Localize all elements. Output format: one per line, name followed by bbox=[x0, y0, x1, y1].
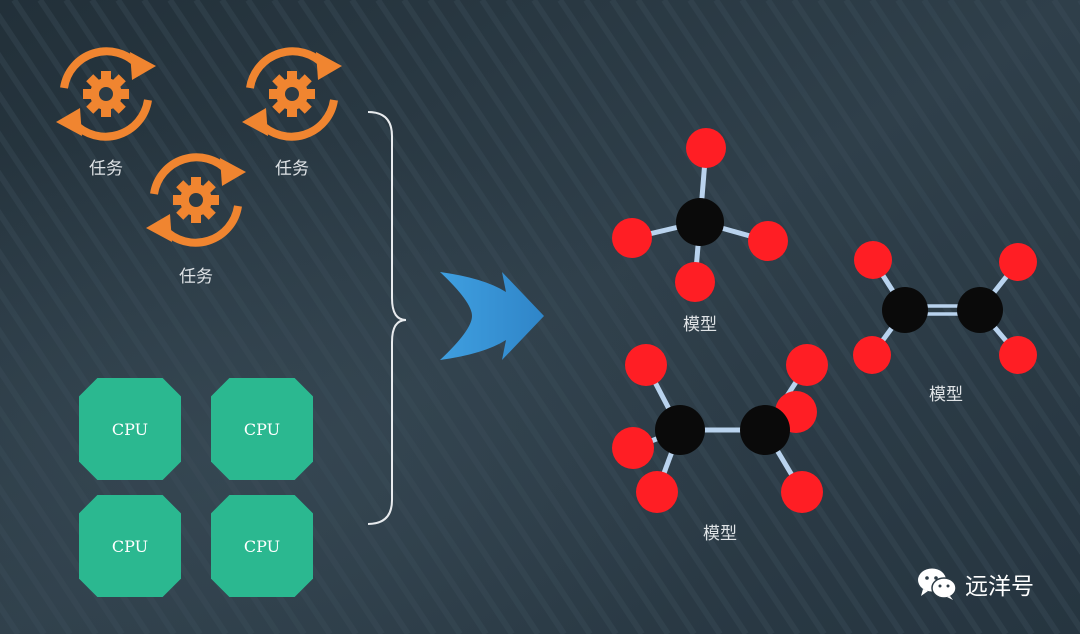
task-icon-3 bbox=[146, 153, 246, 247]
gear-refresh-icon bbox=[242, 47, 342, 141]
task-label-1: 任务 bbox=[89, 159, 123, 179]
molecule-icon bbox=[612, 344, 828, 513]
cpu-chip-2: CPU bbox=[211, 378, 313, 480]
oxygen-atom bbox=[999, 336, 1037, 374]
molecule-1 bbox=[612, 128, 788, 302]
right-arrow-icon bbox=[440, 272, 544, 360]
cpu-chip-4: CPU bbox=[211, 495, 313, 597]
task-label-3: 任务 bbox=[179, 267, 213, 287]
oxygen-atom bbox=[612, 218, 652, 258]
oxygen-atom bbox=[748, 221, 788, 261]
model-label-2: 模型 bbox=[929, 385, 963, 405]
wechat-icon bbox=[918, 568, 957, 600]
oxygen-atom bbox=[853, 336, 891, 374]
model-label-1: 模型 bbox=[683, 315, 717, 335]
oxygen-atom bbox=[781, 471, 823, 513]
carbon-atom bbox=[882, 287, 928, 333]
carbon-atom bbox=[676, 198, 724, 246]
watermark: 远洋号 bbox=[917, 566, 1034, 602]
gear-refresh-icon bbox=[56, 47, 156, 141]
molecule-3 bbox=[612, 344, 828, 513]
gear-refresh-icon bbox=[146, 153, 246, 247]
task-icon-2 bbox=[242, 47, 342, 141]
molecule-icon bbox=[853, 241, 1037, 374]
oxygen-atom bbox=[854, 241, 892, 279]
task-icon-1 bbox=[56, 47, 156, 141]
molecule-icon bbox=[612, 128, 788, 302]
carbon-atom bbox=[655, 405, 705, 455]
curly-brace-icon bbox=[367, 111, 407, 525]
oxygen-atom bbox=[625, 344, 667, 386]
task-label-2: 任务 bbox=[275, 159, 309, 179]
carbon-atom bbox=[957, 287, 1003, 333]
carbon-atom bbox=[740, 405, 790, 455]
cpu-chip-1: CPU bbox=[79, 378, 181, 480]
watermark-text: 远洋号 bbox=[965, 574, 1034, 600]
oxygen-atom bbox=[636, 471, 678, 513]
oxygen-atom bbox=[786, 344, 828, 386]
cpu-chip-3: CPU bbox=[79, 495, 181, 597]
oxygen-atom bbox=[686, 128, 726, 168]
oxygen-atom bbox=[999, 243, 1037, 281]
oxygen-atom bbox=[612, 427, 654, 469]
molecule-2 bbox=[853, 241, 1037, 374]
oxygen-atom bbox=[675, 262, 715, 302]
model-label-3: 模型 bbox=[703, 524, 737, 544]
